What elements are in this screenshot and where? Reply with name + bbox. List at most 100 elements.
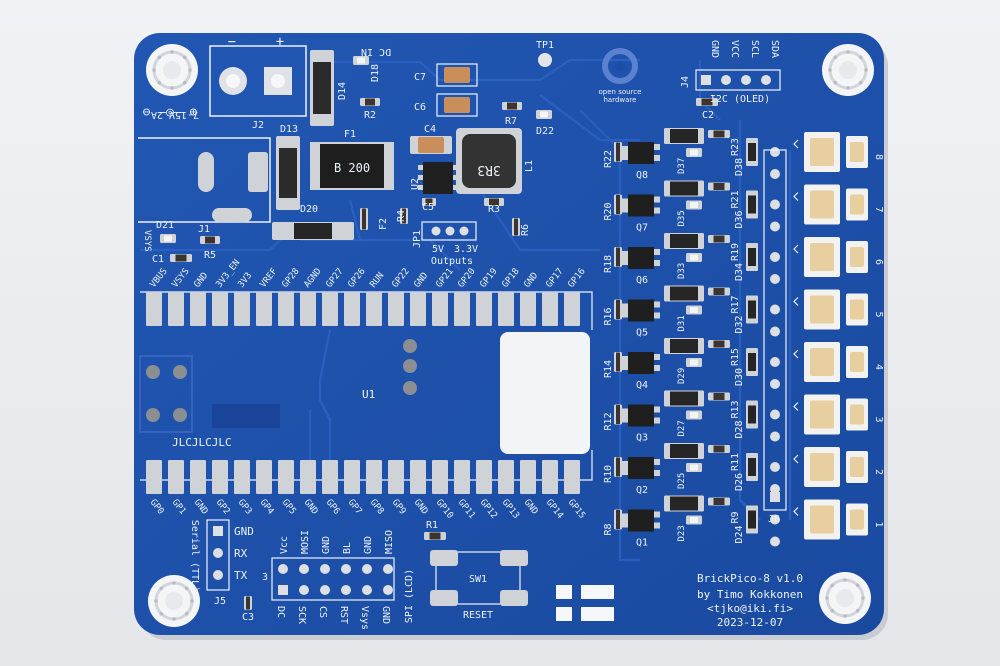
channel-q-label: Q3 <box>636 433 648 444</box>
pico-pad-top <box>542 292 558 326</box>
resistor-left <box>614 247 622 267</box>
pico-pad-bottom <box>564 460 580 494</box>
channel-d-b-label: D34 <box>734 263 745 281</box>
channel-r-right-label: R13 <box>730 400 741 418</box>
resistor-right <box>708 235 730 243</box>
label-plus: + <box>276 34 284 50</box>
ic-u2 <box>418 162 458 194</box>
label-c2: C2 <box>702 110 714 121</box>
label-d22: D22 <box>536 126 554 137</box>
channel-1 <box>622 495 868 547</box>
pico-pad-bottom <box>300 460 316 494</box>
board-cutout <box>500 332 590 454</box>
label-r3: R3 <box>488 204 500 215</box>
cap-c3 <box>244 596 252 610</box>
serial-header-j5 <box>206 519 230 591</box>
board-title: BrickPico-8 v1.0 <box>697 572 803 585</box>
channel-r-right-label: R17 <box>730 295 741 313</box>
header-j6-pin1 <box>770 492 780 502</box>
resistor-left <box>614 404 622 425</box>
cap-c5 <box>422 198 436 206</box>
channel-d-b-label: D24 <box>734 525 745 543</box>
resistor-right <box>708 497 730 506</box>
pico-pad-top <box>520 292 536 326</box>
pico-pad-top <box>300 292 316 326</box>
pico-pad-top <box>212 292 228 326</box>
label-r6: R6 <box>520 224 531 236</box>
pico-pad-bottom <box>146 460 162 494</box>
pico-pad-bottom <box>278 460 294 494</box>
spi-top-pin-label: BL <box>342 542 353 554</box>
spi-top-pin-label: Vcc <box>279 536 290 554</box>
resistor-right <box>708 130 730 138</box>
polarity-icon: ⊖ ―◎― ⊕ <box>143 105 198 120</box>
channel-d-b-label: D30 <box>734 368 745 386</box>
pico-pad-bottom <box>190 460 206 494</box>
label-f2: F2 <box>378 218 389 230</box>
channel-d-a-label: D25 <box>677 473 687 489</box>
channel-q-label: Q1 <box>636 538 648 549</box>
channel-led <box>686 410 702 420</box>
spi-header <box>271 557 395 601</box>
channel-d-a-label: D33 <box>677 263 687 279</box>
resistor-left <box>614 142 622 162</box>
resistor-left <box>614 299 622 320</box>
mounting-hole-tl <box>146 44 198 96</box>
pico-pad-bottom <box>234 460 250 494</box>
inductor-l1 <box>456 128 522 194</box>
channel-led <box>686 463 702 472</box>
label-out-5v: 5V <box>432 244 444 255</box>
oled-pin-label: SDA <box>769 40 780 58</box>
fuse-f2 <box>360 208 368 230</box>
jlc-marker-rect <box>212 404 280 428</box>
resistor-r5 <box>200 236 220 244</box>
pico-pad-bottom <box>498 460 514 494</box>
channel-d-b-label: D38 <box>734 158 745 176</box>
diode-d20 <box>272 222 354 240</box>
oled-pin-label: VCC <box>729 40 740 58</box>
channel-number-label: 2 <box>873 469 884 475</box>
serial-pin-label: GND <box>234 525 254 538</box>
label-outputs: Outputs <box>431 256 473 267</box>
channel-number-label: 4 <box>873 364 884 370</box>
label-jp1: JP1 <box>412 230 423 248</box>
pico-pad-top <box>388 292 404 326</box>
pico-pad-bottom <box>366 460 382 494</box>
label-fuse-value: B 200 <box>334 161 370 175</box>
reset-switch-sw1[interactable] <box>430 550 528 606</box>
resistor-r3 <box>484 198 504 206</box>
channel-d-a-label: D29 <box>677 368 687 384</box>
barrel-jack-j2 <box>138 137 271 223</box>
channel-5 <box>622 285 868 337</box>
label-r5: R5 <box>204 250 216 261</box>
resistor-r4 <box>400 208 408 224</box>
channel-d-b-label: D32 <box>734 315 745 333</box>
resistor-r7 <box>502 102 522 110</box>
channel-r-left-label: R10 <box>603 465 614 483</box>
channel-led <box>686 200 702 210</box>
serial-pin-label: TX <box>234 569 248 582</box>
label-tp1: TP1 <box>536 40 554 51</box>
fuse-f1 <box>310 142 394 190</box>
oled-pin-label: SCL <box>749 40 760 58</box>
resistor-left <box>614 457 622 477</box>
channel-7 <box>622 180 868 232</box>
label-c1: C1 <box>152 254 164 265</box>
channel-r-left-label: R22 <box>603 150 614 168</box>
label-spi-pin-number: 3 <box>262 572 268 583</box>
channel-d-a-label: D23 <box>677 525 687 541</box>
oshw-logo-icon <box>602 48 638 84</box>
label-d18: D18 <box>370 64 381 82</box>
pico-pad-top <box>168 292 184 326</box>
resistor-r6 <box>512 218 520 236</box>
pico-pad-bottom <box>168 460 184 494</box>
resistor-right <box>708 340 730 348</box>
pico-pad-top <box>564 292 580 326</box>
channel-d-b-label: D26 <box>734 473 745 491</box>
pico-pad-top <box>190 292 206 326</box>
channel-r-left-label: R8 <box>603 523 614 535</box>
mounting-hole-br <box>819 572 871 624</box>
label-out-3v3: 3.3V <box>454 244 478 255</box>
label-reset: RESET <box>463 610 493 621</box>
pico-pad-top <box>454 292 470 326</box>
